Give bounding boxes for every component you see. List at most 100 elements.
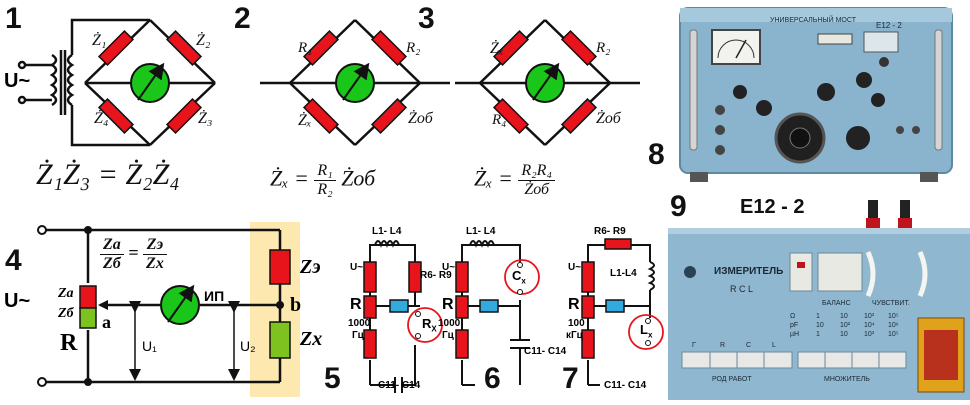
unit-cell: 10³: [864, 331, 875, 338]
panel-multiplier-label: МНОЖИТЕЛЬ: [824, 376, 870, 383]
rx-marker: [407, 307, 443, 343]
mode-key-1[interactable]: R: [720, 342, 725, 349]
label-r1: R₁: [298, 40, 313, 56]
frequency-unit-5: Гц: [352, 330, 364, 341]
label-zx-2: Żₓ: [298, 112, 312, 129]
source-label-5: U~: [350, 262, 364, 273]
label-cx: Cx: [512, 268, 526, 286]
panel-subtitle: R C L: [730, 284, 753, 294]
label-r4: R₄: [492, 112, 507, 128]
resistor-r-label-7: R: [568, 296, 580, 313]
resistor-r-label-5: R: [350, 296, 362, 313]
instrument-caption: Е12 - 2: [740, 196, 805, 218]
figure-number-7: 7: [562, 362, 579, 395]
unit-cell: 10⁴: [864, 322, 875, 329]
label-l1-l4-5: L1- L4: [372, 226, 402, 237]
label-ze: Zэ: [300, 256, 321, 278]
figure-number-5: 5: [324, 362, 341, 395]
label-capacitor-6: C11- C14: [524, 346, 567, 357]
frequency-value-5: 1000: [348, 318, 371, 329]
figure-number-3: 3: [418, 2, 435, 35]
label-r6-r9-7: R6- R9: [594, 226, 626, 237]
impedance-ze: [269, 249, 291, 285]
unit-cell: 10: [840, 313, 848, 320]
circuit-diagram-6: [461, 240, 530, 386]
mode-key-2[interactable]: C: [746, 342, 751, 349]
voltage-u1-label: U₁: [142, 338, 157, 354]
panel-mode-label: РОД РАБОТ: [712, 376, 752, 383]
node-b-label: b: [290, 294, 302, 316]
label-capacitor-7: C11- C14: [604, 380, 647, 391]
unit-cell: 10⁵: [888, 331, 899, 338]
label-zx-4: Zx: [300, 328, 323, 350]
frequency-unit-6: Гц: [442, 330, 454, 341]
panel-balance-label: БАЛАНС: [822, 300, 851, 307]
instrument-model-small: Е12 - 2: [876, 21, 902, 30]
node-a-label: a: [102, 312, 111, 332]
resistor-r-label: R: [60, 330, 78, 356]
instrument-photo-8: УНИВЕРСАЛЬНЫЙ МОСТ Е12 - 2: [672, 0, 970, 196]
source-label-6: U~: [442, 262, 456, 273]
label-l1-l4-7: L1-L4: [610, 268, 637, 279]
label-zx-3: Żₓ: [490, 40, 504, 57]
figure-number-9: 9: [670, 190, 687, 223]
resistor-za: [79, 285, 97, 309]
meter-label: ИП: [204, 288, 225, 304]
label-z4: Ż₄: [94, 110, 109, 127]
unit-cell: 1: [816, 313, 820, 320]
figure-number-4: 4: [5, 244, 22, 277]
figure-number-1: 1: [5, 2, 22, 35]
figure-number-2: 2: [234, 2, 251, 35]
voltage-u2-label: U₂: [240, 338, 256, 354]
label-zob-2: Żоб: [408, 110, 433, 127]
impedance-z2: [165, 29, 203, 67]
circuit-diagram-4: [42, 228, 282, 384]
resistor-zb: [79, 307, 97, 329]
instrument-label: УНИВЕРСАЛЬНЫЙ МОСТ: [770, 15, 857, 24]
resistor-r-label-6: R: [442, 296, 454, 313]
unit-cell: 10: [816, 322, 824, 329]
label-z2: Ż₂: [196, 32, 211, 49]
unit-cell: 10: [840, 331, 848, 338]
unit-cell: 1: [816, 331, 820, 338]
impedance-zx: [269, 321, 291, 359]
label-z3: Ż₃: [198, 110, 213, 127]
balance-formula-1: Ż₁Ż₃ = Ż₂Ż₄: [36, 158, 180, 191]
mode-key-0[interactable]: Г: [692, 342, 696, 349]
label-r6-r9-5: R6- R9: [420, 270, 452, 281]
source-label-4: U~: [4, 290, 31, 312]
unit-cell: 10⁶: [888, 322, 899, 329]
label-r2-3: R₂: [596, 40, 611, 56]
figure-number-6: 6: [484, 362, 501, 395]
label-lx: Lx: [640, 322, 653, 340]
lx-marker: [628, 314, 664, 350]
unit-cell: Ω: [790, 313, 795, 320]
label-za: Za: [58, 286, 74, 301]
mode-key-3[interactable]: L: [772, 342, 776, 349]
panel-sensitivity-label: ЧУВСТВИТ.: [872, 300, 910, 307]
frequency-value-6: 1000: [438, 318, 461, 329]
impedance-z3: [165, 97, 203, 135]
figure-number-8: 8: [648, 138, 665, 171]
label-z1: Ż₁: [92, 32, 107, 49]
label-rx: RX: [422, 316, 437, 334]
source-label-7: U~: [568, 262, 582, 273]
svg-text:ИЗМЕРИТЕЛЬ: ИЗМЕРИТЕЛЬ: [714, 266, 783, 277]
label-l1-l4-6: L1- L4: [466, 226, 496, 237]
frequency-unit-7: кГц: [566, 330, 583, 341]
source-label-1: U~: [4, 70, 31, 92]
label-zob-3: Żоб: [596, 110, 621, 127]
unit-cell: 10²: [840, 322, 851, 329]
unit-cell: 10³: [864, 313, 875, 320]
unit-cell: µH: [790, 331, 799, 338]
label-zb: Zб: [58, 306, 74, 321]
unit-cell: 10⁵: [888, 313, 899, 320]
unit-cell: pF: [790, 322, 798, 329]
frequency-value-7: 100: [568, 318, 585, 329]
impedance-z4: [97, 97, 135, 135]
